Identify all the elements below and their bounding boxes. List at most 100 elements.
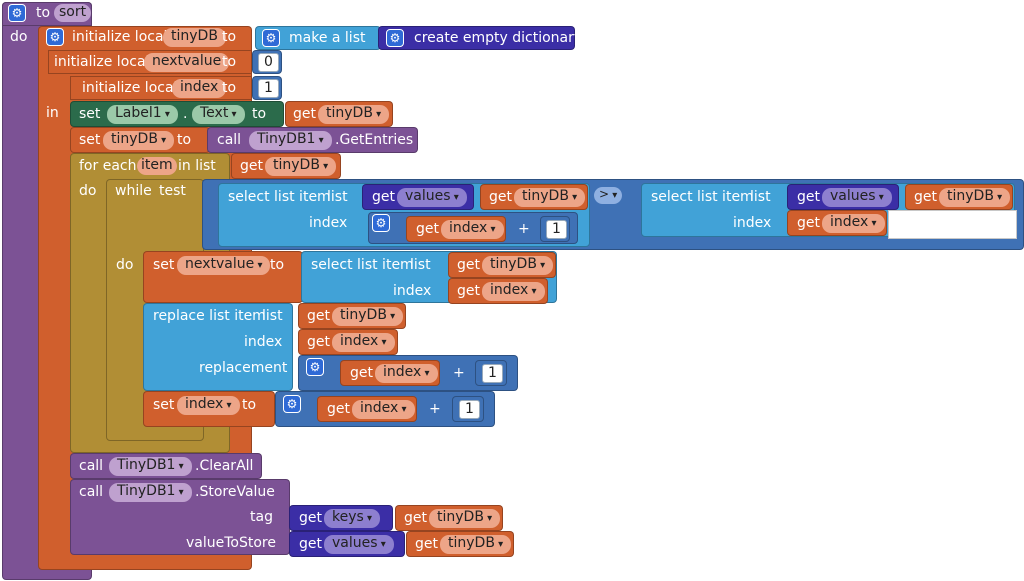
- to-label: to: [177, 132, 192, 148]
- get-label: get: [914, 189, 937, 205]
- get-var-dropdown[interactable]: index: [482, 282, 545, 301]
- set-label: set: [153, 257, 175, 273]
- set-var-dropdown[interactable]: tinyDB: [103, 131, 175, 150]
- for-each-do-label: do: [79, 183, 97, 199]
- method-getentries-label: .GetEntries: [335, 132, 414, 148]
- get-var-dropdown[interactable]: tinyDB: [429, 509, 501, 528]
- procedure-name-field[interactable]: sort: [54, 4, 92, 22]
- procedure-do-label: do: [10, 29, 28, 45]
- get-var-dropdown[interactable]: tinyDB: [318, 105, 390, 124]
- gear-icon[interactable]: ⚙: [386, 29, 404, 47]
- init-to-label: to: [222, 29, 237, 45]
- get-label: get: [404, 510, 427, 526]
- get-var-dropdown[interactable]: index: [352, 400, 415, 419]
- plus-operator: +: [453, 365, 465, 381]
- number-field[interactable]: 1: [546, 220, 567, 239]
- get-label: get: [489, 189, 512, 205]
- number-field[interactable]: 1: [459, 400, 480, 419]
- init-var-index-field[interactable]: index: [172, 79, 227, 98]
- get-label: get: [416, 221, 439, 237]
- get-label: get: [797, 189, 820, 205]
- call-label: call: [217, 132, 242, 148]
- set-var-dropdown[interactable]: nextvalue: [177, 256, 271, 275]
- for-each-label: for each: [79, 158, 137, 174]
- get-label: get: [457, 283, 480, 299]
- get-var-dropdown[interactable]: tinyDB: [482, 256, 554, 275]
- to-label: to: [242, 397, 257, 413]
- to-label: to: [270, 257, 285, 273]
- component-dropdown-tinydb1[interactable]: TinyDB1: [249, 131, 332, 150]
- set-label-text-block[interactable]: [70, 101, 284, 127]
- property-dropdown-text[interactable]: Text: [192, 105, 245, 124]
- gear-icon[interactable]: ⚙: [8, 4, 26, 22]
- get-var-dropdown[interactable]: index: [375, 364, 438, 383]
- get-var-dropdown[interactable]: tinyDB: [265, 157, 337, 176]
- index-label: index: [244, 334, 283, 350]
- list-label: list: [262, 308, 283, 324]
- set-label: set: [153, 397, 175, 413]
- create-empty-dictionary-block[interactable]: [378, 26, 575, 50]
- get-var-dropdown[interactable]: index: [332, 333, 395, 352]
- call-label: call: [79, 458, 104, 474]
- list-label: list: [750, 189, 771, 205]
- component-dropdown-label1[interactable]: Label1: [107, 105, 178, 124]
- compare-operator-dropdown[interactable]: >: [594, 187, 623, 204]
- index-label: index: [309, 215, 348, 231]
- get-keys-dropdown[interactable]: keys: [324, 509, 381, 528]
- gear-icon[interactable]: ⚙: [46, 28, 64, 46]
- for-each-item-field[interactable]: item: [137, 157, 177, 175]
- create-empty-dictionary-label: create empty dictionary: [414, 30, 583, 46]
- get-label: get: [299, 510, 322, 526]
- set-var-dropdown[interactable]: index: [177, 396, 240, 415]
- get-var-dropdown[interactable]: index: [441, 220, 504, 239]
- get-var-dropdown[interactable]: tinyDB: [332, 307, 404, 326]
- index-label: index: [733, 215, 772, 231]
- get-values-dropdown[interactable]: values: [324, 535, 394, 554]
- tag-label: tag: [250, 509, 273, 525]
- gear-icon[interactable]: ⚙: [372, 214, 390, 232]
- number-field[interactable]: 1: [258, 79, 279, 98]
- list-label: list: [410, 257, 431, 273]
- component-dropdown-tinydb1[interactable]: TinyDB1: [109, 457, 192, 476]
- while-do-label: do: [116, 257, 134, 273]
- set-label: set: [79, 132, 101, 148]
- get-label: get: [457, 257, 480, 273]
- get-var-dropdown[interactable]: tinyDB: [514, 188, 586, 207]
- get-label: get: [372, 189, 395, 205]
- get-label: get: [307, 308, 330, 324]
- gear-icon[interactable]: ⚙: [262, 29, 280, 47]
- get-var-dropdown[interactable]: index: [822, 214, 885, 233]
- gear-icon[interactable]: ⚙: [283, 395, 301, 413]
- value-to-store-label: valueToStore: [186, 535, 276, 551]
- init-var-tinydb-field[interactable]: tinyDB: [163, 28, 226, 47]
- replace-list-item-block[interactable]: [143, 303, 293, 391]
- call-label: call: [79, 484, 104, 500]
- select-list-item-label: select list item: [311, 257, 414, 273]
- init-to-label: to: [222, 54, 237, 70]
- get-label: get: [350, 365, 373, 381]
- in-list-label: in list: [178, 158, 216, 174]
- get-label: get: [307, 334, 330, 350]
- get-values-dropdown[interactable]: values: [822, 188, 892, 207]
- procedure-to-label: to: [36, 5, 51, 21]
- get-label: get: [240, 158, 263, 174]
- get-label: get: [299, 536, 322, 552]
- gear-icon[interactable]: ⚙: [306, 358, 324, 376]
- number-field[interactable]: 0: [258, 53, 279, 72]
- method-clearall-label: .ClearAll: [195, 458, 254, 474]
- get-var-dropdown[interactable]: tinyDB: [939, 188, 1011, 207]
- init-var-nextvalue-field[interactable]: nextvalue: [144, 53, 230, 72]
- plus-operator: +: [518, 221, 530, 237]
- get-label: get: [797, 215, 820, 231]
- select-list-item-label: select list item: [228, 189, 331, 205]
- get-label: get: [327, 401, 350, 417]
- init-local-label: initialize local: [72, 29, 168, 45]
- get-label: get: [293, 106, 316, 122]
- get-var-dropdown[interactable]: tinyDB: [440, 535, 512, 554]
- get-values-dropdown[interactable]: values: [397, 188, 467, 207]
- component-dropdown-tinydb1[interactable]: TinyDB1: [109, 483, 192, 502]
- number-field[interactable]: 1: [482, 364, 503, 383]
- method-storevalue-label: .StoreValue: [195, 484, 275, 500]
- init-local-label: initialize local: [54, 54, 150, 70]
- index-label: index: [393, 283, 432, 299]
